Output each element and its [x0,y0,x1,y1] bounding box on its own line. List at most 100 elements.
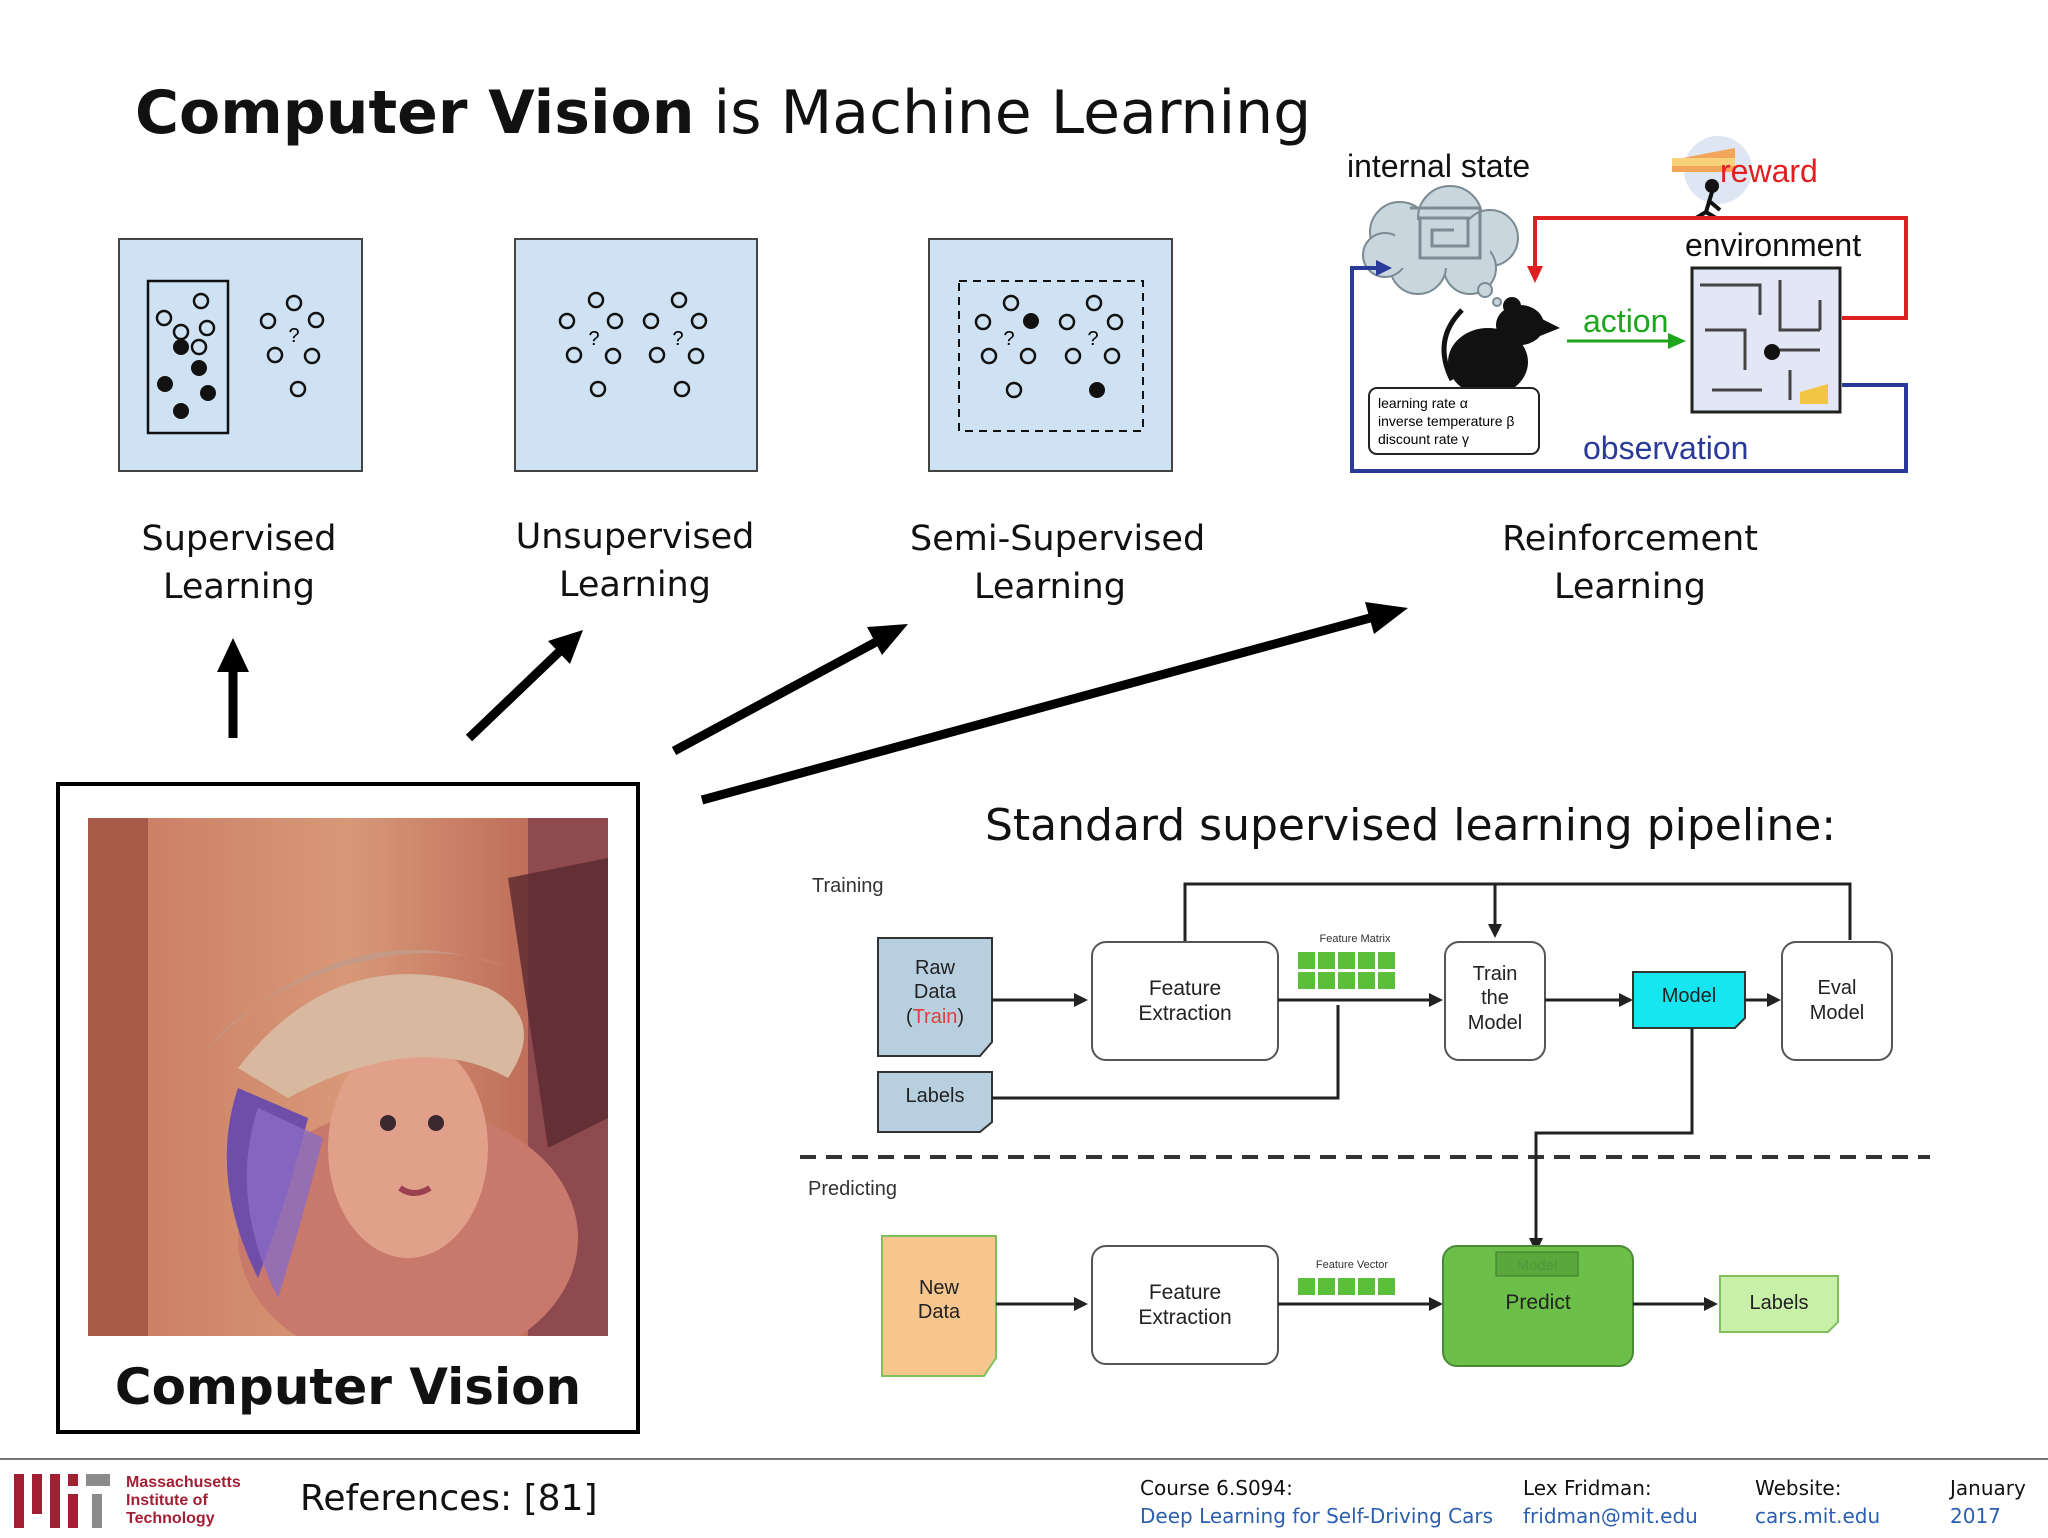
rat-icon [1441,297,1560,396]
new-data-line2: Data [918,1301,961,1323]
arrow-to-supervised-icon [217,638,249,672]
semi-question-mark-2: ? [1087,328,1098,350]
action-arrow-icon [1668,333,1686,349]
supervised-panel: ? [118,238,363,472]
date-info: January 2017 [1950,1474,2026,1530]
raw-data-box: Raw Data (Train) [877,937,993,1057]
predict-model-tag: Model [1517,1257,1558,1274]
raw-data-train: Train [913,1006,958,1028]
website-link[interactable]: cars.mit.edu [1755,1504,1881,1528]
website-label: Website: [1755,1476,1842,1500]
predict-box: Model Predict [1442,1245,1634,1367]
author-email-link[interactable]: fridman@mit.edu [1523,1504,1698,1528]
feature-vector-grid [1298,1278,1395,1295]
new-data-box: New Data [881,1235,997,1377]
mit-name-line3: Technology [126,1510,215,1527]
date-year: 2017 [1950,1504,2001,1528]
labels-out-text: Labels [1750,1292,1809,1314]
train-model-line2: the [1481,987,1509,1009]
arrow-to-unsupervised-icon [548,630,583,664]
page-title-bold: Computer Vision [135,78,695,148]
rl-param-1: learning rate α [1378,395,1468,411]
observation-label: observation [1583,430,1748,466]
pipeline-diagram: Training Predicting Raw Data (Train) Lab… [800,875,1930,1377]
unsupervised-label-line1: Unsupervised [515,517,755,557]
raw-data-paren-close: ) [957,1006,964,1028]
pipeline-title: Standard supervised learning pipeline: [985,800,1837,851]
internal-state-label: internal state [1347,148,1530,184]
reward-loop-line [1533,216,1908,320]
portrait-photo [88,818,608,1336]
train-model-line3: Model [1468,1012,1522,1034]
mit-name-line2: Institute of [126,1492,208,1509]
feature-matrix-label: Feature Matrix [1320,933,1391,945]
reward-arrow-icon [1527,266,1543,283]
reinforcement-label-line2: Learning [1554,567,1706,607]
feature-extraction-line1: Feature [1149,977,1221,1000]
feature-vector-label: Feature Vector [1316,1259,1388,1271]
website-info: Website: cars.mit.edu [1755,1474,1880,1530]
semi-supervised-label-line1: Semi-Supervised [910,519,1206,559]
thought-cloud-icon [1362,185,1519,307]
maze-icon [1690,266,1842,414]
new-data-line1: New [919,1277,960,1299]
arrows-from-cv [217,602,1408,805]
supervised-question-mark: ? [288,325,299,347]
model-box: Model [1632,971,1746,1029]
supervised-label-line2: Learning [163,567,315,607]
course-name-link[interactable]: Deep Learning for Self-Driving Cars [1140,1504,1493,1528]
arrow-to-semi-supervised-icon [867,624,908,655]
reinforcement-label-line1: Reinforcement [1502,519,1758,559]
feature-extraction-predict-line2: Extraction [1138,1306,1231,1329]
model-text: Model [1662,985,1716,1007]
labels-in-box: Labels [877,1071,993,1133]
unsupervised-panel: ? ? [514,238,758,472]
unsupervised-question-mark-2: ? [672,328,683,350]
mit-name-line1: Massachusetts [126,1474,241,1491]
unsupervised-label: Unsupervised Learning [515,513,755,609]
mit-logo-icon [14,1474,110,1528]
environment-label: environment [1685,227,1861,263]
feature-matrix-grid [1298,952,1395,989]
raw-data-line2: Data [914,981,957,1003]
rl-param-2: inverse temperature β [1378,413,1514,429]
footer: Massachusetts Institute of Technology Re… [0,1458,2048,1538]
unsupervised-question-mark-1: ? [588,328,599,350]
rl-param-3: discount rate γ [1378,431,1469,447]
feature-extraction-predict-box: Feature Extraction [1091,1245,1279,1365]
action-label: action [1583,303,1668,339]
reinforcement-label: Reinforcement Learning [1490,515,1770,611]
course-label: Course 6.S094: [1140,1476,1293,1500]
eval-model-line1: Eval [1818,977,1857,999]
supervised-label-line1: Supervised [141,519,337,559]
observation-loop-line [1350,266,1908,473]
page-title: Computer Vision is Machine Learning [135,78,1311,148]
labels-in-text: Labels [906,1085,965,1107]
predicting-label: Predicting [808,1178,897,1200]
predict-text: Predict [1505,1291,1571,1314]
eval-model-box: Eval Model [1781,941,1893,1061]
supervised-label: Supervised Learning [129,515,349,611]
feature-extraction-box: Feature Extraction [1091,941,1279,1061]
eval-model-line2: Model [1810,1002,1864,1024]
semi-supervised-panel: ? ? [928,238,1173,472]
pie-runner-icon [1672,136,1752,220]
raw-data-line1: Raw [915,957,956,979]
feature-extraction-line2: Extraction [1138,1002,1231,1025]
semi-supervised-label: Semi-Supervised Learning [910,515,1206,611]
unsupervised-label-line2: Learning [559,565,711,605]
svg-text:(Train): (Train) [906,1006,964,1028]
author-label: Lex Fridman: [1523,1476,1652,1500]
observation-arrow-icon [1376,260,1392,276]
semi-supervised-label-line2: Learning [974,567,1126,607]
labels-out-box: Labels [1719,1275,1839,1333]
date-month: January [1950,1476,2026,1500]
computer-vision-caption: Computer Vision [114,1358,582,1416]
reinforcement-diagram: internal state learning rate α inverse t… [1347,136,1908,473]
computer-vision-frame [56,782,640,1434]
page-title-rest: is Machine Learning [694,78,1312,148]
train-model-box: Train the Model [1444,941,1546,1061]
training-label: Training [812,875,884,897]
references: References: [81] [300,1478,598,1519]
raw-data-paren-open: ( [906,1006,913,1028]
